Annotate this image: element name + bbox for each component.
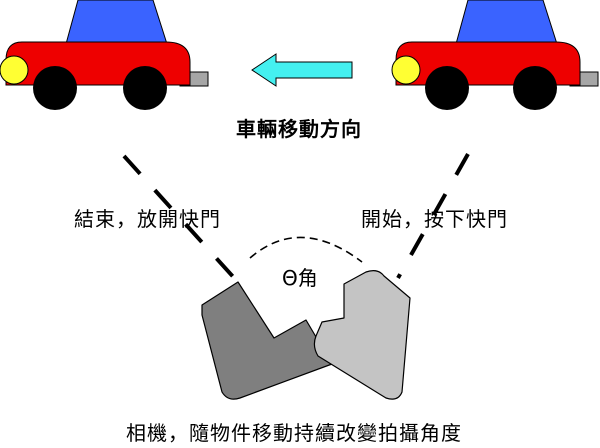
car-start-headlight (391, 55, 421, 85)
car-end-rear-wheel (33, 66, 77, 110)
camera-start (313, 270, 411, 400)
car-end-roof (65, 0, 168, 45)
camera-end (201, 281, 333, 400)
end-sight-line (122, 154, 238, 282)
start-sight-line (396, 153, 470, 279)
car-start-roof (455, 0, 558, 45)
arrow-left-icon (251, 53, 353, 87)
car-end-front-wheel (123, 66, 167, 110)
end-shutter-label: 結束，放開快門 (74, 207, 221, 231)
camera-caption: 相機，隨物件移動持續改變拍攝角度 (126, 421, 462, 445)
car-start-front-wheel (513, 66, 557, 110)
car-end-position (0, 0, 209, 110)
car-end-headlight (0, 55, 29, 85)
theta-angle-label: Θ角 (282, 266, 318, 290)
angle-arc (249, 236, 363, 263)
car-start-position (391, 0, 599, 110)
start-shutter-label: 開始，按下快門 (361, 207, 508, 231)
car-start-rear-wheel (425, 66, 469, 110)
direction-label: 車輛移動方向 (236, 117, 362, 141)
